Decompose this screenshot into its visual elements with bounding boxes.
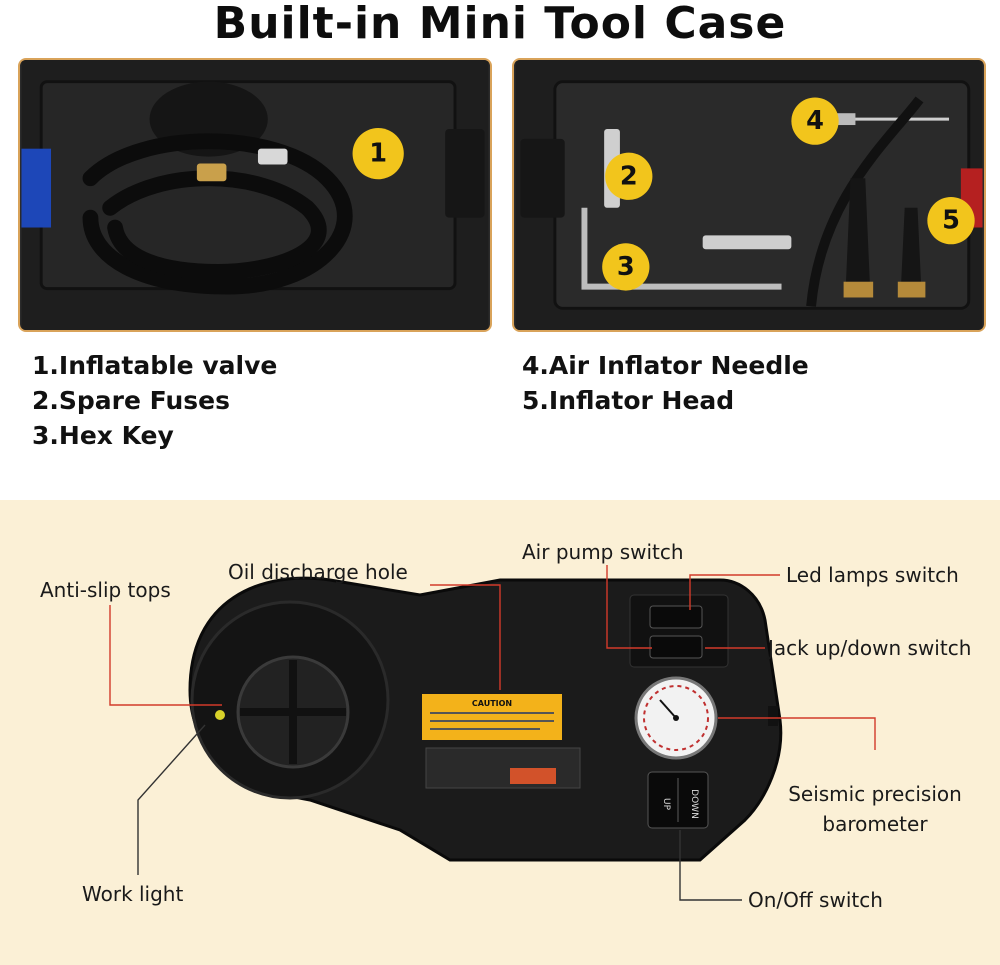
callout-work-light: Work light [82, 882, 184, 906]
svg-text:3: 3 [617, 252, 635, 282]
callout-barometer: Seismic precision barometer [772, 782, 978, 836]
work-light-led [215, 710, 225, 720]
svg-text:UP: UP [661, 798, 671, 811]
callout-oil-discharge-hole: Oil discharge hole [228, 560, 408, 584]
caution-label: CAUTION [422, 694, 562, 740]
barometer-gauge [634, 676, 718, 760]
spec-plate [425, 747, 581, 789]
inflator-head-2 [900, 207, 922, 292]
svg-text:DOWN: DOWN [689, 789, 699, 819]
legend-item-spare-fuses: 2.Spare Fuses [32, 386, 230, 415]
inflator-head-1 [845, 178, 871, 292]
callout-barometer-line1: Seismic precision [788, 782, 962, 806]
tool-case-photo-right: 2 3 4 5 [512, 58, 986, 332]
callout-barometer-line2: barometer [822, 812, 928, 836]
legend-item-inflatable-valve: 1.Inflatable valve [32, 351, 278, 380]
device-diagram-panel: CAUTION UP DOWN [0, 500, 1000, 965]
hex-key [581, 207, 782, 290]
callout-anti-slip-tops: Anti-slip tops [40, 578, 171, 602]
badge-5: 5 [927, 196, 975, 245]
svg-text:1: 1 [369, 139, 387, 169]
callout-lines [109, 565, 876, 901]
brass-valve [196, 163, 227, 182]
callout-jack-switch: Jack up/down switch [768, 636, 972, 660]
badge-4: 4 [791, 97, 839, 145]
legend-left: 1.Inflatable valve 2.Spare Fuses 3.Hex K… [32, 348, 277, 453]
tool-case-left-illustration: 1 [21, 60, 489, 330]
up-down-rocker-switch[interactable]: UP DOWN [647, 771, 709, 829]
blue-side-light [21, 148, 52, 228]
callout-led-lamps-switch: Led lamps switch [786, 563, 959, 587]
badge-3: 3 [602, 243, 650, 291]
device-illustration: CAUTION UP DOWN [109, 565, 876, 901]
badge-1: 1 [352, 127, 404, 180]
jack-up-down-switch[interactable] [649, 635, 703, 659]
svg-text:5: 5 [942, 206, 960, 236]
callout-air-pump-switch: Air pump switch [522, 540, 684, 564]
fuse-horizontal [702, 235, 792, 250]
svg-text:4: 4 [806, 106, 824, 136]
anti-slip-pad [236, 655, 350, 769]
legend-right: 4.Air Inflator Needle 5.Inflator Head [522, 348, 809, 418]
led-lamps-switch[interactable] [649, 605, 703, 629]
legend-item-inflator-head: 5.Inflator Head [522, 386, 735, 415]
callout-on-off-switch: On/Off switch [748, 888, 883, 912]
legend-item-hex-key: 3.Hex Key [32, 421, 174, 450]
legend-item-air-inflator-needle: 4.Air Inflator Needle [522, 351, 809, 380]
svg-text:CAUTION: CAUTION [472, 699, 512, 708]
tool-case-photo-left: 1 [18, 58, 492, 332]
svg-text:2: 2 [620, 161, 638, 191]
tool-case-right-illustration: 2 3 4 5 [515, 60, 983, 330]
page-title: Built-in Mini Tool Case [213, 0, 787, 49]
badge-2: 2 [605, 152, 653, 200]
